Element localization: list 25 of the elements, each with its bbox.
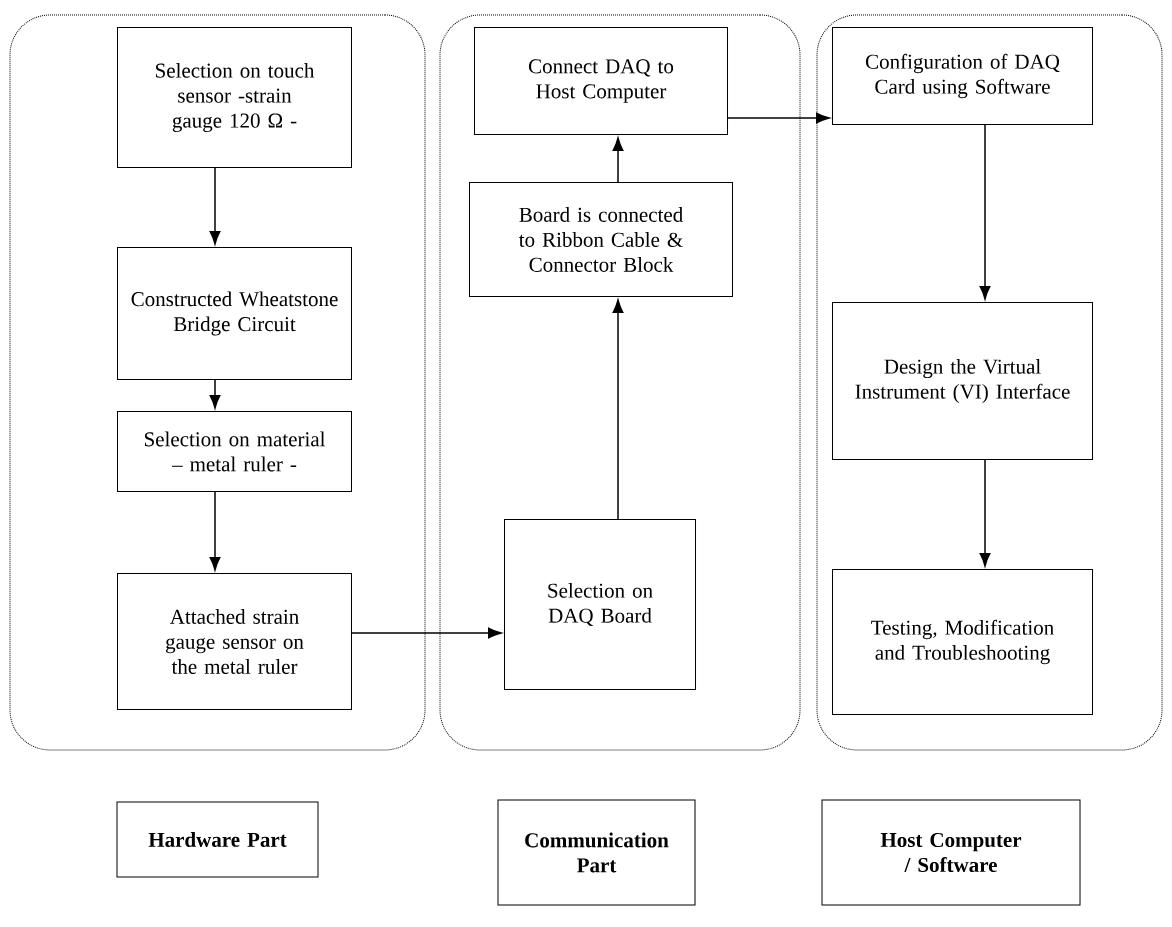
process-box: Testing, Modification and Troubleshooting [832, 569, 1093, 715]
process-box: Design the Virtual Instrument (VI) Interface [832, 302, 1093, 460]
arrow [612, 137, 624, 183]
arrow [979, 124, 991, 300]
process-box: Selection on touch sensor -strain gauge 120 Ω - [117, 27, 352, 168]
process-box: Constructed Wheatstone Bridge Circuit [117, 247, 352, 380]
process-box: Selection on DAQ Board [504, 519, 696, 690]
dotted-band [9, 14, 426, 751]
process-box: Board is connected to Ribbon Cable & Connector Block [469, 182, 733, 297]
label-box: Communication Part [497, 799, 696, 906]
dotted-band [816, 14, 1163, 751]
dotted-band [439, 14, 801, 751]
arrow [612, 299, 624, 520]
label-box: Host Computer / Software [821, 799, 1081, 906]
arrow [351, 627, 502, 639]
process-box: Configuration of DAQ Card using Software [832, 27, 1093, 125]
arrow [979, 459, 991, 567]
process-box: Connect DAQ to Host Computer [474, 27, 728, 135]
arrow [209, 379, 221, 409]
process-box: Attached strain gauge sensor on the metal ruler [117, 573, 352, 710]
label-box: Hardware Part [116, 801, 319, 878]
arrow [727, 112, 830, 124]
process-box: Selection on material – metal ruler - [117, 411, 352, 492]
arrow [209, 491, 221, 571]
arrow [209, 167, 221, 245]
